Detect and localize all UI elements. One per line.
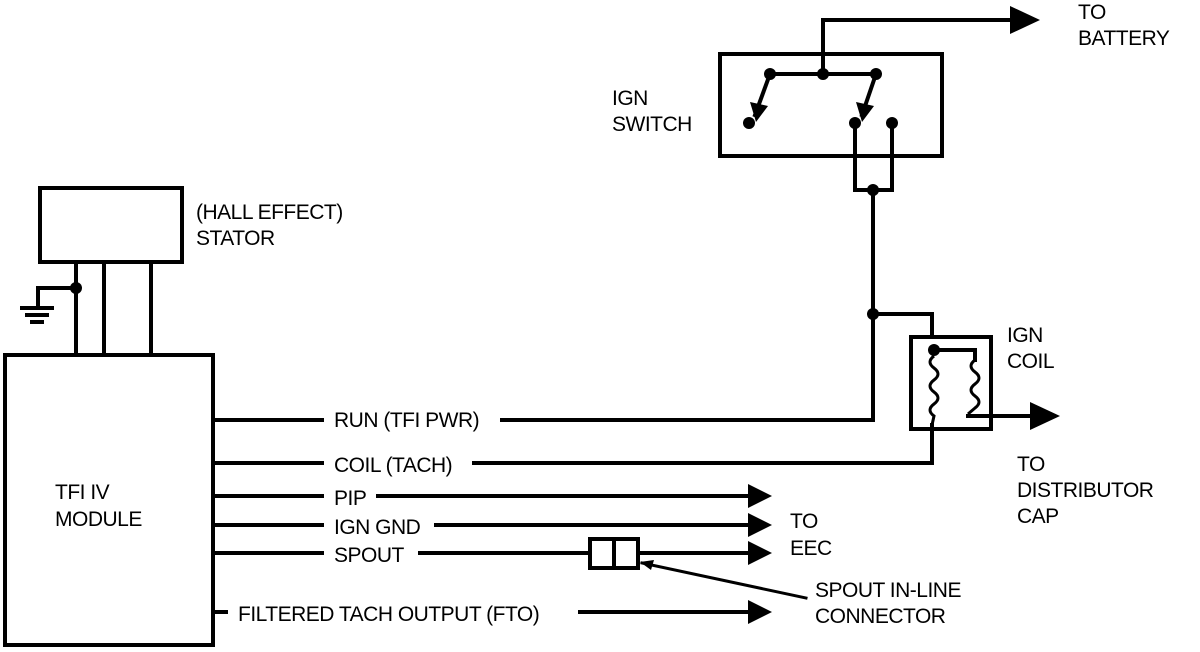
to-battery-label-1: TO bbox=[1078, 1, 1106, 24]
stator-label-1: (HALL EFFECT) bbox=[196, 201, 343, 224]
coil-secondary-top bbox=[932, 348, 977, 362]
signal-label-coil: COIL (TACH) bbox=[334, 454, 452, 477]
pip-arrow-icon bbox=[748, 484, 772, 508]
ign-switch: IGN SWITCH bbox=[612, 6, 1040, 196]
signal-label-spout: SPOUT bbox=[334, 544, 405, 567]
spout-connector-label-1: SPOUT IN-LINE bbox=[815, 579, 961, 602]
ign-gnd-arrow-icon bbox=[748, 513, 772, 537]
tfi-module-label-1: TFI IV bbox=[55, 481, 110, 504]
connector-leader-arrow-icon bbox=[640, 560, 654, 570]
connector-leader-line bbox=[640, 561, 808, 600]
switch-contact-dot bbox=[817, 68, 829, 80]
ign-coil-label-2: COIL bbox=[1007, 350, 1054, 373]
signal-run: RUN (TFI PWR) bbox=[211, 409, 875, 432]
spout-connector-label-2: CONNECTOR bbox=[815, 605, 946, 628]
signal-label-fto: FILTERED TACH OUTPUT (FTO) bbox=[238, 603, 539, 626]
tfi-module: TFI IV MODULE bbox=[3, 353, 215, 647]
ground-icon bbox=[20, 306, 54, 324]
battery-arrow-icon bbox=[1010, 6, 1040, 34]
tfi-module-box bbox=[3, 353, 215, 647]
signal-spout: SPOUT bbox=[211, 537, 808, 600]
signal-label-run: RUN (TFI PWR) bbox=[334, 409, 479, 432]
ign-coil-label-1: IGN bbox=[1007, 324, 1043, 347]
switch-blade-arrow-icon bbox=[856, 102, 874, 122]
hall-effect-stator: (HALL EFFECT) STATOR bbox=[20, 186, 343, 357]
tfi-module-label-2: MODULE bbox=[55, 508, 142, 531]
battery-feed-wire bbox=[821, 18, 1012, 76]
signal-label-pip: PIP bbox=[334, 487, 366, 510]
signal-fto: FILTERED TACH OUTPUT (FTO) bbox=[211, 600, 772, 626]
spout-arrow-icon bbox=[748, 541, 772, 565]
stator-box bbox=[38, 186, 184, 264]
to-eec-label-1: TO bbox=[790, 510, 818, 533]
ign-coil: IGN COIL bbox=[909, 324, 1060, 431]
ign-switch-label-1: IGN bbox=[612, 87, 648, 110]
signal-coil: COIL (TACH) bbox=[211, 423, 934, 477]
to-distributor-label-1: TO bbox=[1017, 453, 1045, 476]
to-battery-label-2: BATTERY bbox=[1078, 27, 1170, 50]
fto-arrow-icon bbox=[748, 600, 772, 624]
signal-label-ign-gnd: IGN GND bbox=[334, 516, 421, 539]
signal-ign-gnd: IGN GND bbox=[211, 513, 772, 539]
primary-winding-icon bbox=[928, 354, 940, 426]
ign-switch-label-2: SWITCH bbox=[612, 113, 692, 136]
distributor-arrow-icon bbox=[1030, 402, 1060, 430]
stator-label-2: STATOR bbox=[196, 227, 275, 250]
to-eec-label-2: EEC bbox=[790, 537, 832, 560]
secondary-winding-icon bbox=[967, 358, 981, 416]
switch-contact-dot bbox=[743, 117, 755, 129]
ground-wire bbox=[36, 286, 78, 310]
switch-blade-arrow-icon bbox=[750, 102, 768, 122]
signal-pip: PIP bbox=[211, 484, 772, 510]
to-distributor-label-2: DISTRIBUTOR bbox=[1017, 479, 1154, 502]
to-distributor-label-3: CAP bbox=[1017, 505, 1059, 528]
